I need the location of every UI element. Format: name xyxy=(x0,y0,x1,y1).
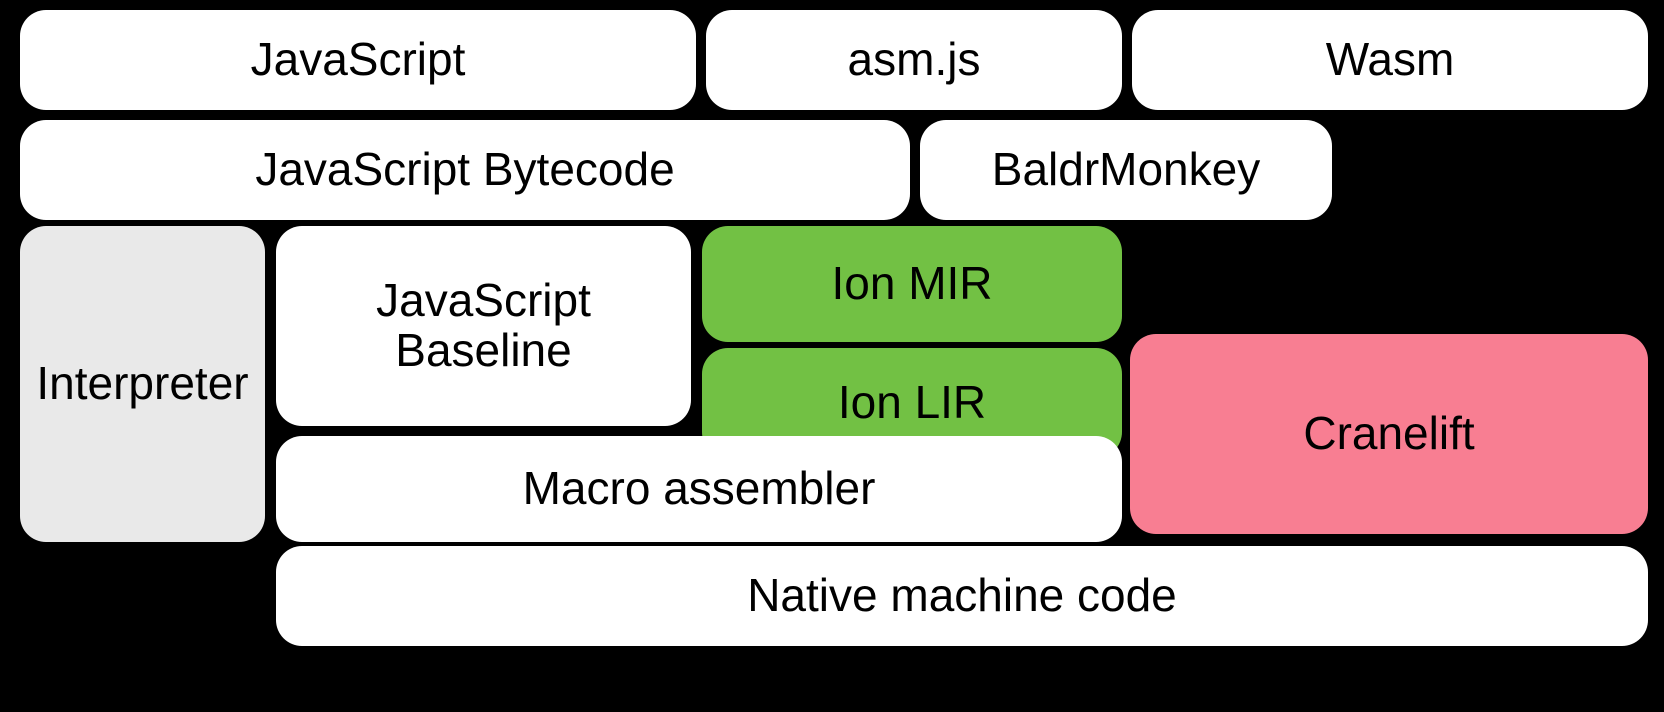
node-interpreter[interactable]: Interpreter xyxy=(20,226,265,542)
node-macro-assembler[interactable]: Macro assembler xyxy=(276,436,1122,542)
node-baldrmonkey[interactable]: BaldrMonkey xyxy=(920,120,1332,220)
node-wasm[interactable]: Wasm xyxy=(1132,10,1648,110)
node-ion-mir[interactable]: Ion MIR xyxy=(702,226,1122,342)
node-javascript-baseline[interactable]: JavaScript Baseline xyxy=(276,226,691,426)
node-javascript[interactable]: JavaScript xyxy=(20,10,696,110)
node-native-machine-code[interactable]: Native machine code xyxy=(276,546,1648,646)
node-asm-js[interactable]: asm.js xyxy=(706,10,1122,110)
node-javascript-bytecode[interactable]: JavaScript Bytecode xyxy=(20,120,910,220)
node-cranelift[interactable]: Cranelift xyxy=(1130,334,1648,534)
